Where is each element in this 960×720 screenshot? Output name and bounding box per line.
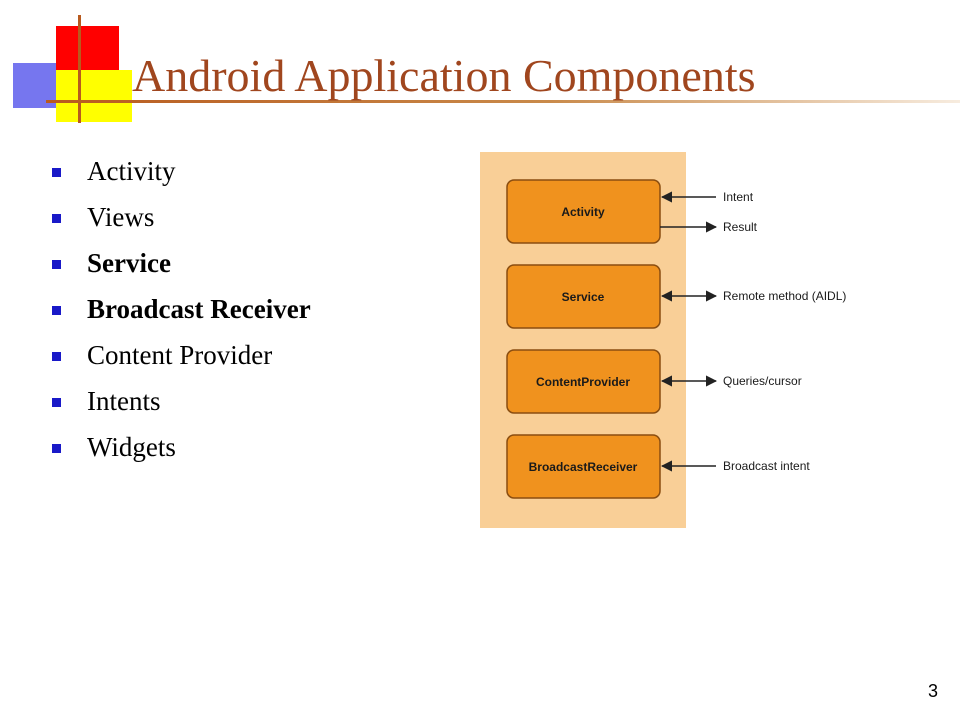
page-title: Android Application Components: [132, 50, 756, 101]
bullet-item: Service: [52, 242, 311, 288]
arrow-label-result: Result: [723, 220, 758, 234]
arrow-label-queries: Queries/cursor: [723, 374, 802, 388]
bullet-text: Views: [87, 202, 155, 232]
bullet-square-icon: [52, 444, 61, 453]
bullet-item: Broadcast Receiver: [52, 288, 311, 334]
bullet-item: Views: [52, 196, 311, 242]
arrow-label-remote-method: Remote method (AIDL): [723, 289, 846, 303]
component-service: Service: [506, 264, 661, 329]
bullet-square-icon: [52, 352, 61, 361]
logo-vertical-line: [78, 15, 81, 123]
bullet-item: Activity: [52, 150, 311, 196]
component-label: Activity: [561, 205, 605, 219]
bullet-square-icon: [52, 398, 61, 407]
title-underline: [46, 100, 960, 103]
arrow-label-intent: Intent: [723, 190, 754, 204]
components-diagram: Activity Service ContentProvider Broadca…: [480, 152, 846, 528]
bullet-square-icon: [52, 306, 61, 315]
component-label: Service: [562, 290, 605, 304]
component-contentprovider: ContentProvider: [506, 349, 661, 414]
component-activity: Activity: [506, 179, 661, 244]
bullet-item: Widgets: [52, 426, 311, 472]
bullet-square-icon: [52, 168, 61, 177]
page-number: 3: [927, 681, 938, 701]
bullet-text: Content Provider: [87, 340, 273, 370]
component-label: BroadcastReceiver: [529, 460, 638, 474]
bullet-square-icon: [52, 260, 61, 269]
bullet-list: Activity Views Service Broadcast Receive…: [52, 150, 311, 472]
component-label: ContentProvider: [536, 375, 630, 389]
bullet-item: Content Provider: [52, 334, 311, 380]
bullet-square-icon: [52, 214, 61, 223]
bullet-item: Intents: [52, 380, 311, 426]
arrow-label-broadcast: Broadcast intent: [723, 459, 810, 473]
bullet-text: Widgets: [87, 432, 176, 462]
logo-yellow-block: [56, 70, 132, 122]
component-broadcastreceiver: BroadcastReceiver: [506, 434, 661, 499]
bullet-text: Broadcast Receiver: [87, 294, 311, 324]
bullet-text: Activity: [87, 156, 176, 186]
bullet-text: Intents: [87, 386, 161, 416]
bullet-text: Service: [87, 248, 171, 278]
